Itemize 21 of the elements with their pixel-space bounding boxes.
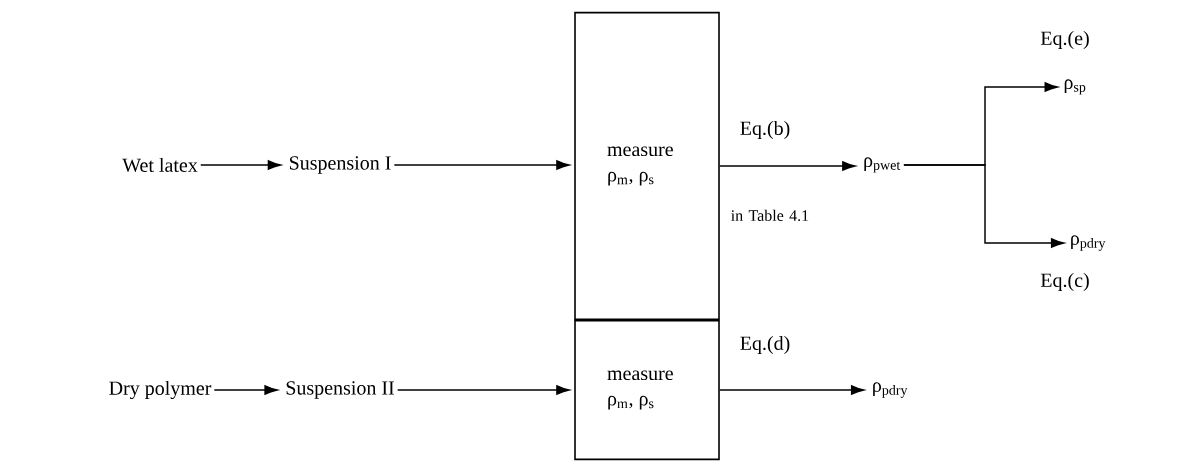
node-label: ρ$_{pwet}$ [864, 157, 901, 173]
edge-label: Eq.(b) [738, 119, 792, 141]
node-label: Suspension II [286, 381, 395, 399]
arrow [719, 161, 856, 171]
measurement-box: measure ρ$_{m}$, ρ$_{s}$ [574, 11, 720, 321]
arrow [396, 385, 570, 395]
edge-label: Eq.(d) [738, 334, 792, 356]
arrow [903, 164, 1065, 248]
arrow [393, 160, 570, 170]
node-label: Suspension I [289, 156, 391, 174]
node-label: Dry polymer [109, 380, 212, 400]
edge-label: Eq.(c) [1038, 271, 1092, 293]
measurement-box: measure ρ$_{m}$, ρ$_{s}$ [574, 319, 720, 461]
node-label: ρ$_{pdry}$ [1071, 235, 1106, 251]
node-label: ρ$_{pdry}$ [873, 382, 908, 398]
arrow [213, 385, 278, 395]
arrow [719, 385, 865, 395]
arrow [200, 160, 282, 170]
edge-label: Eq.(e) [1038, 29, 1092, 51]
node-label: ρ$_{sp}$ [1064, 79, 1086, 95]
node-label: Wet latex [122, 157, 198, 173]
